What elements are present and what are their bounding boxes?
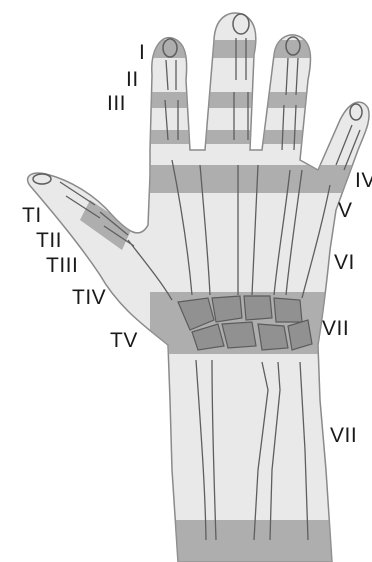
- label-thumb-zone-5: TV: [110, 330, 138, 351]
- label-thumb-zone-2: TII: [36, 230, 62, 251]
- zone-band-middle-phalanx: [140, 92, 320, 108]
- label-digit-zone-8: VII: [330, 425, 357, 446]
- label-thumb-zone-4: TIV: [72, 287, 106, 308]
- label-digit-zone-2: II: [126, 69, 139, 90]
- label-thumb-zone-1: TI: [22, 205, 42, 226]
- label-digit-zone-5: V: [338, 200, 353, 221]
- label-digit-zone-4: IV: [355, 170, 372, 191]
- label-digit-zone-1: I: [139, 42, 145, 63]
- label-thumb-zone-3: TIII: [46, 255, 78, 276]
- label-digit-zone-3: III: [107, 93, 126, 114]
- label-digit-zone-6: VI: [334, 252, 355, 273]
- zone-band-mcp: [140, 165, 370, 193]
- label-digit-zone-7: VII: [322, 318, 349, 339]
